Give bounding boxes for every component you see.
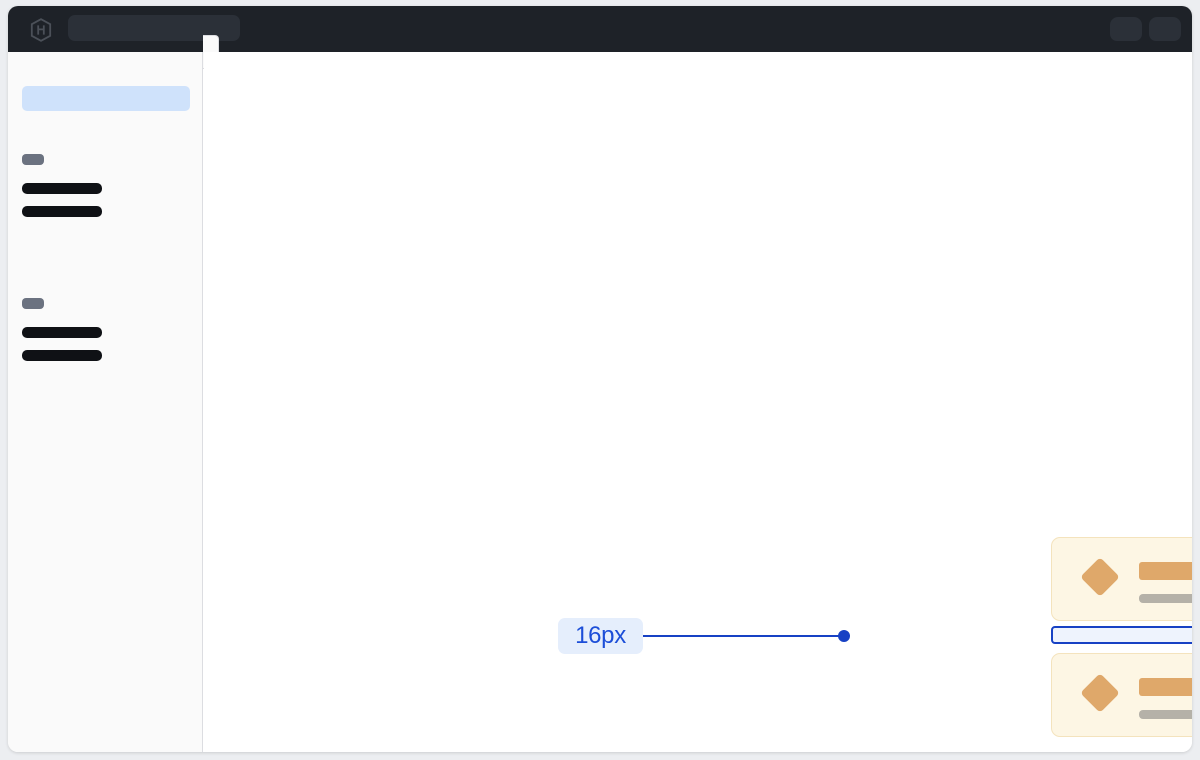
card-1[interactable] bbox=[1051, 537, 1192, 621]
sidebar bbox=[8, 52, 203, 752]
sidebar-selected-item[interactable] bbox=[22, 86, 190, 111]
app-window: 16px bbox=[8, 6, 1192, 752]
sidebar-item-g1-1[interactable] bbox=[22, 183, 102, 194]
canvas: 16px bbox=[204, 52, 1192, 752]
app-header bbox=[8, 6, 1192, 52]
diamond-icon bbox=[1080, 557, 1120, 597]
sidebar-item-g2-1[interactable] bbox=[22, 327, 102, 338]
diamond-icon bbox=[1080, 673, 1120, 713]
card-2[interactable] bbox=[1051, 653, 1192, 737]
sidebar-group-1 bbox=[22, 154, 102, 217]
header-action-1-button[interactable] bbox=[1110, 17, 1142, 41]
spacing-gap-highlight bbox=[1051, 626, 1192, 644]
spacing-value-label: 16px bbox=[558, 618, 643, 654]
spacing-leader-line bbox=[642, 635, 845, 637]
card-title bbox=[1139, 678, 1192, 696]
spacing-leader-dot bbox=[838, 630, 850, 642]
header-action-2-button[interactable] bbox=[1149, 17, 1181, 41]
hashicorp-hexagon-logo[interactable] bbox=[29, 18, 53, 42]
sidebar-item-g1-2[interactable] bbox=[22, 206, 102, 217]
card-subtitle bbox=[1139, 594, 1192, 603]
card-subtitle bbox=[1139, 710, 1192, 719]
card-title bbox=[1139, 562, 1192, 580]
sidebar-group-2-label bbox=[22, 298, 44, 309]
sidebar-group-2 bbox=[22, 298, 102, 361]
sidebar-group-1-label bbox=[22, 154, 44, 165]
sidebar-item-g2-2[interactable] bbox=[22, 350, 102, 361]
